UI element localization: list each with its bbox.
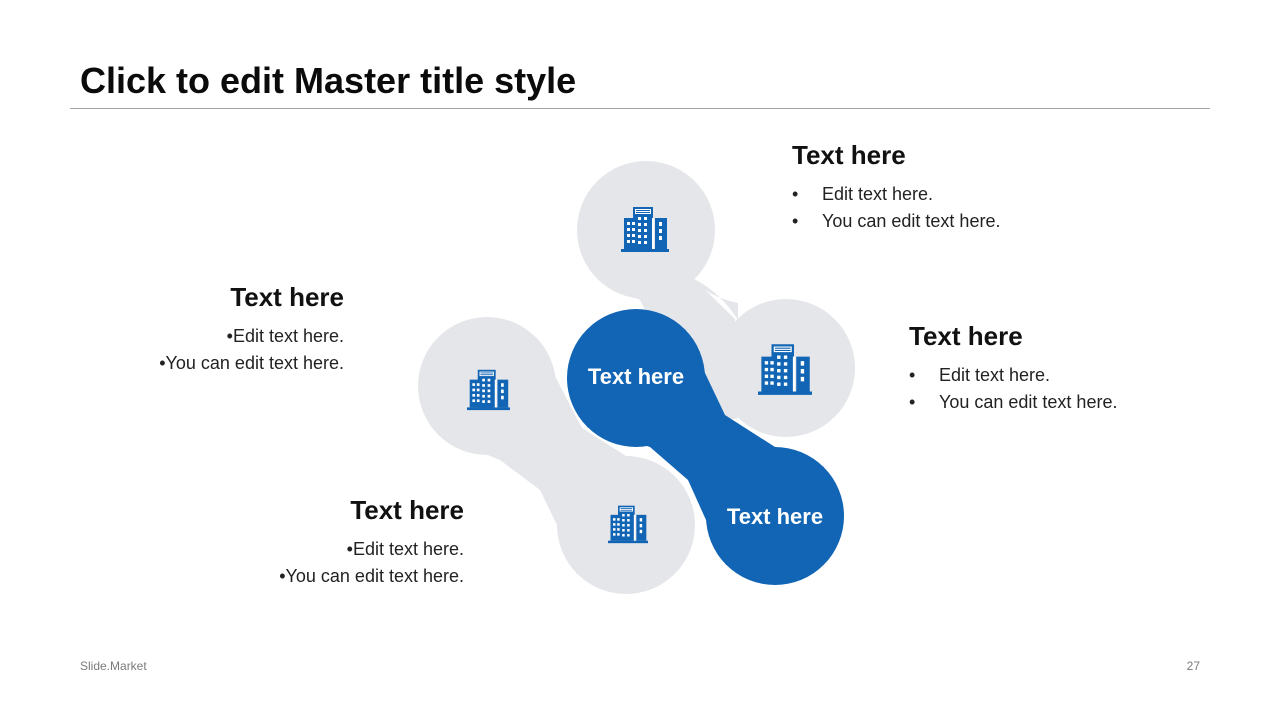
- block-heading[interactable]: Text here: [230, 282, 344, 312]
- footer-brand: Slide.Market: [80, 659, 147, 673]
- bullet-list: •Edit text here. •You can edit text here…: [256, 536, 464, 590]
- page-number: 27: [1186, 659, 1200, 673]
- bullet-list: •Edit text here. •You can edit text here…: [909, 362, 1117, 416]
- center-label-top[interactable]: Text here: [588, 364, 684, 389]
- text-block-top-right: Text here •Edit text here. •You can edit…: [792, 140, 1000, 235]
- bullet-item[interactable]: •You can edit text here.: [792, 211, 1001, 231]
- bullet-item[interactable]: •You can edit text here.: [279, 566, 464, 586]
- title-divider: [70, 108, 1210, 109]
- bullet-list: •Edit text here. •You can edit text here…: [136, 323, 344, 377]
- block-heading[interactable]: Text here: [350, 495, 464, 525]
- blue-connector-center: [567, 309, 844, 585]
- text-block-right: Text here •Edit text here. •You can edit…: [909, 321, 1117, 416]
- bullet-item[interactable]: •Edit text here.: [226, 326, 344, 346]
- bullet-item[interactable]: •Edit text here.: [346, 539, 464, 559]
- slide-title[interactable]: Click to edit Master title style: [80, 60, 577, 101]
- block-heading[interactable]: Text here: [909, 321, 1023, 351]
- bullet-list: •Edit text here. •You can edit text here…: [792, 181, 1000, 235]
- bullet-item[interactable]: •You can edit text here.: [159, 353, 344, 373]
- text-block-left: Text here •Edit text here. •You can edit…: [136, 282, 344, 377]
- text-block-bottom-left: Text here •Edit text here. •You can edit…: [256, 495, 464, 590]
- block-heading[interactable]: Text here: [792, 140, 906, 170]
- bullet-item[interactable]: •You can edit text here.: [909, 392, 1118, 412]
- bullet-item[interactable]: •Edit text here.: [909, 365, 1051, 385]
- center-label-bottom[interactable]: Text here: [727, 504, 823, 529]
- bullet-item[interactable]: •Edit text here.: [792, 184, 934, 204]
